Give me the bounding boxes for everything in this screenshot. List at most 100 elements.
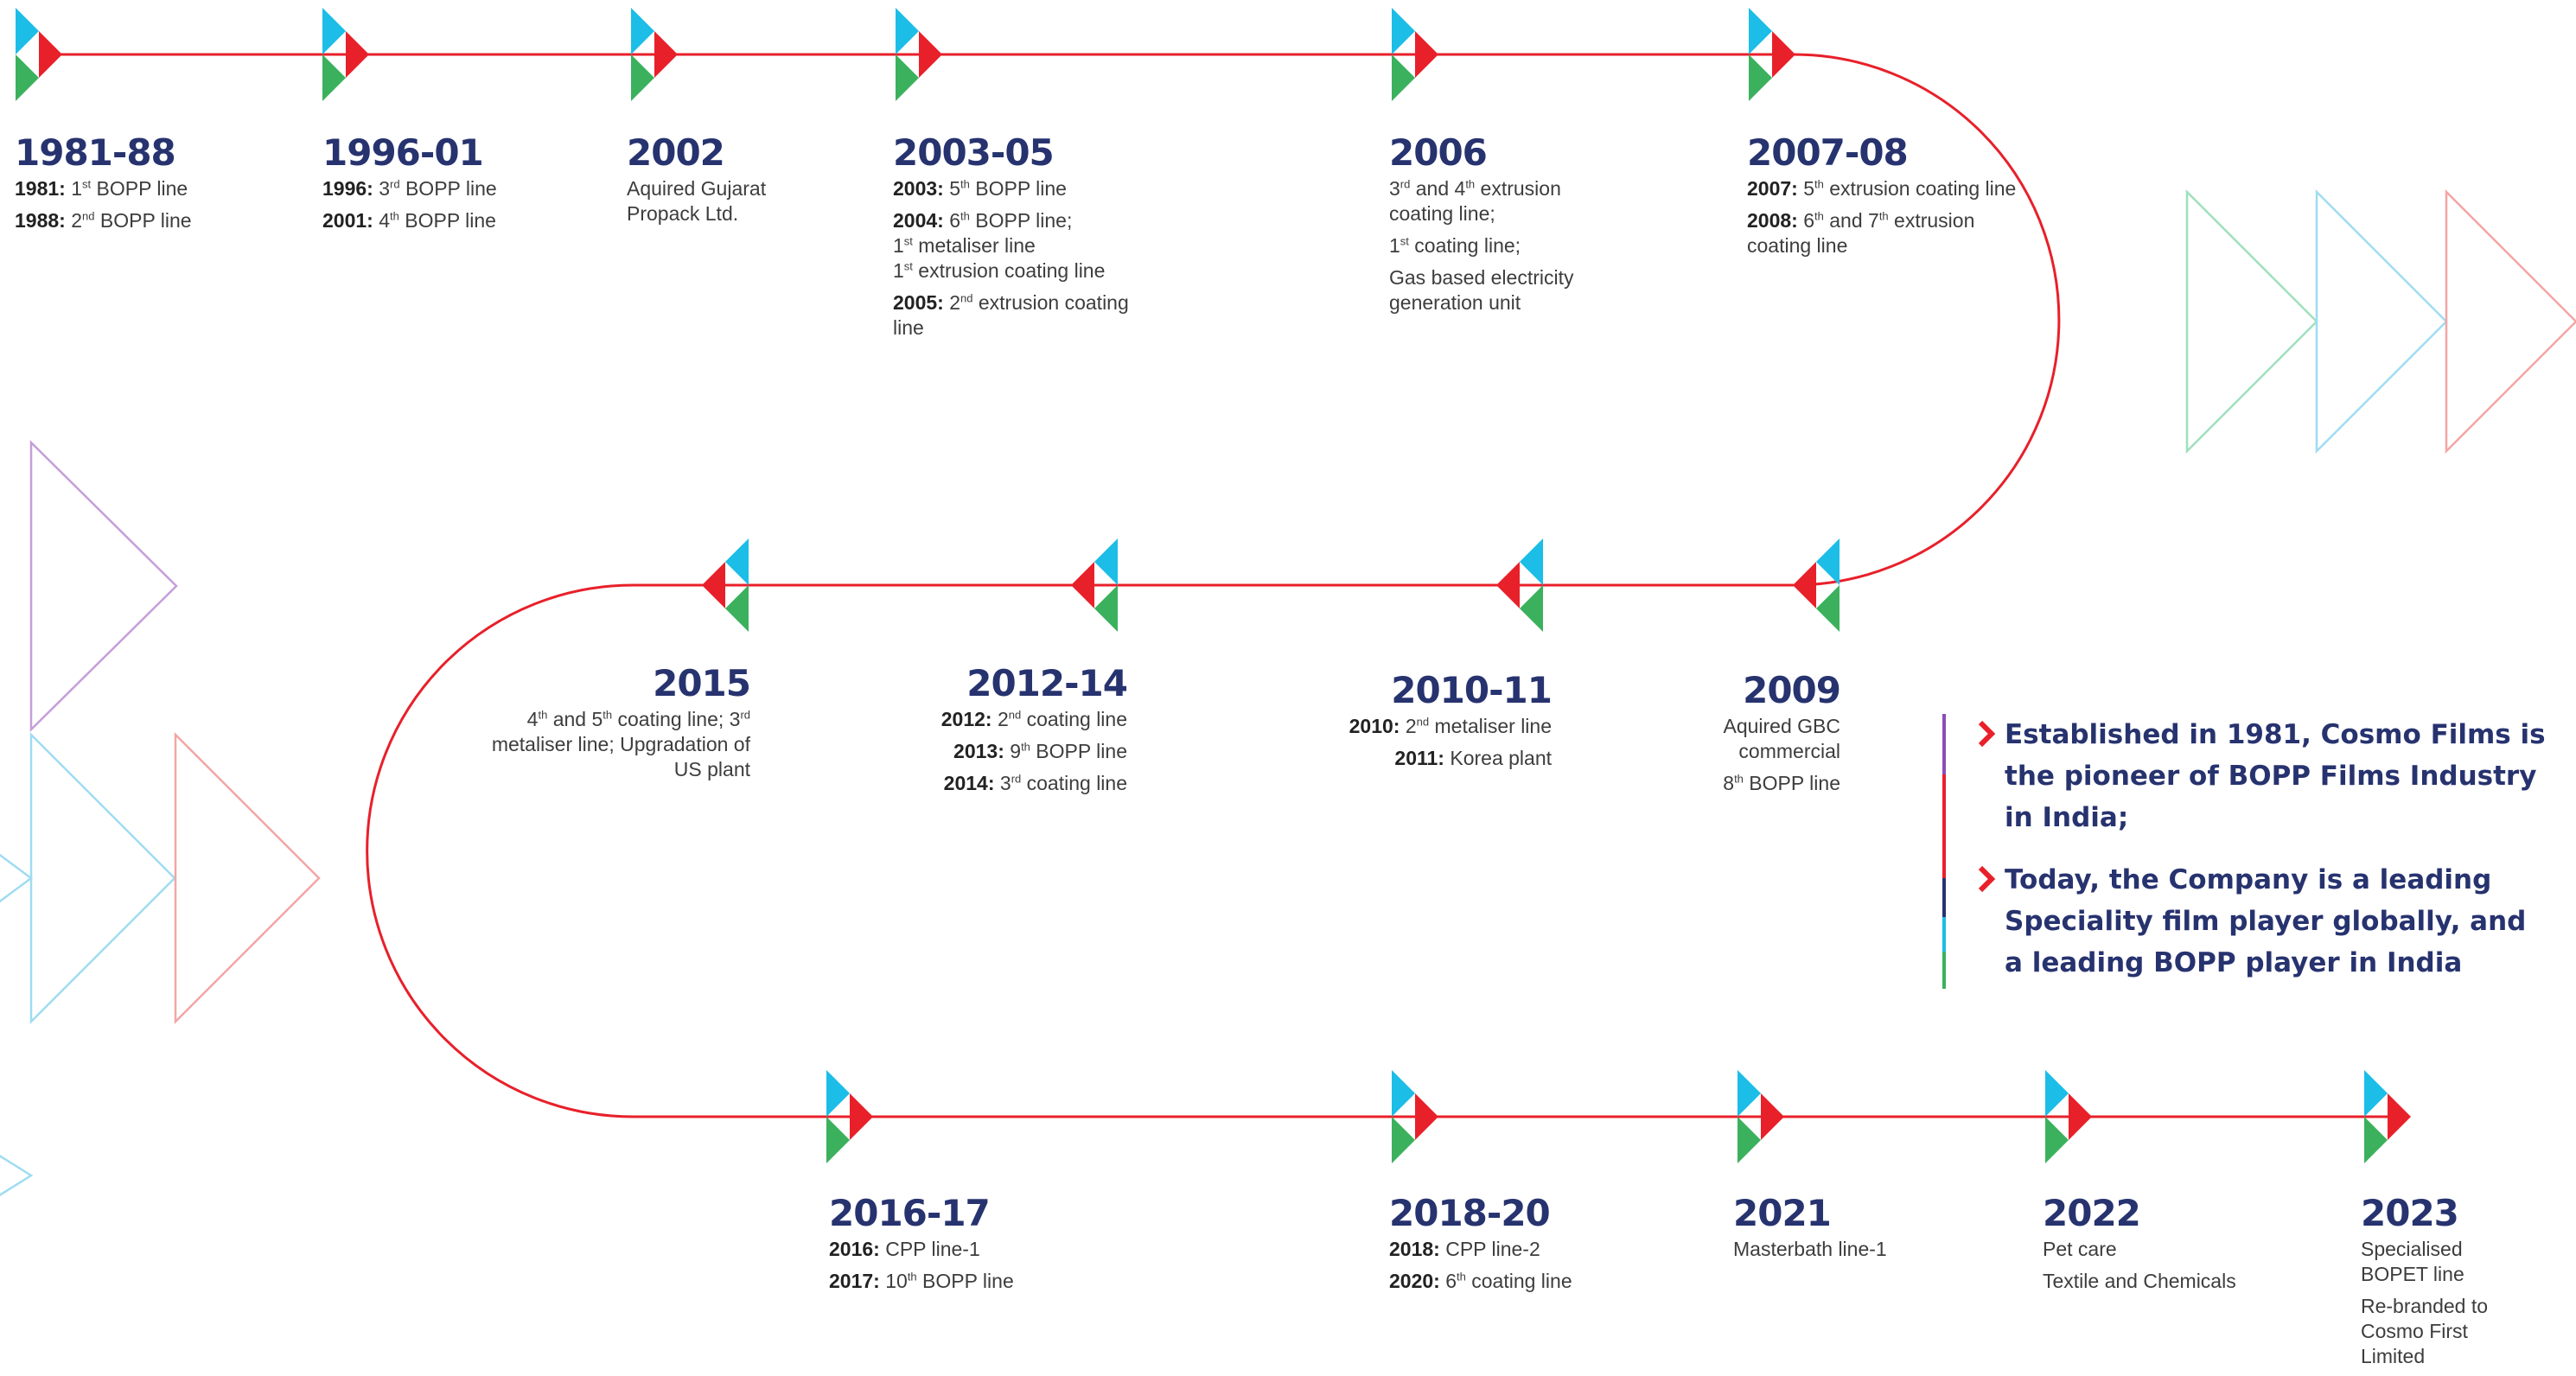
marker-green-triangle xyxy=(2364,1117,2388,1163)
milestone-year: 2009 xyxy=(1743,669,1841,711)
triangle-marker-icon xyxy=(826,1070,873,1163)
marker-cyan-triangle xyxy=(826,1070,850,1117)
marker-cyan-triangle xyxy=(322,8,346,54)
marker-green-triangle xyxy=(631,54,654,101)
milestone-year: 2010-11 xyxy=(1391,669,1553,711)
milestone-line: Masterbath line-1 xyxy=(1733,1238,1887,1260)
marker-cyan-triangle xyxy=(1392,8,1415,54)
marker-red-triangle xyxy=(850,1093,873,1140)
triangle-marker-icon xyxy=(1071,538,1118,632)
milestone-year: 2016-17 xyxy=(829,1192,991,1234)
milestone-line: 2017: 10th BOPP line xyxy=(829,1270,1014,1292)
milestone-line: 1981: 1st BOPP line xyxy=(15,177,188,200)
milestone-2022: 2022 Pet care Textile and Chemicals xyxy=(2043,1192,2328,1301)
milestone-line: 8th BOPP line xyxy=(1723,772,1840,794)
milestone-1996-01: 1996-01 1996: 3rd BOPP line 2001: 4th BO… xyxy=(322,131,807,240)
info-text: Established in 1981, Cosmo Films is the … xyxy=(2005,719,2546,833)
milestone-line: 2016: CPP line-1 xyxy=(829,1238,980,1260)
milestone-2016-17: 2016-17 2016: CPP line-1 2017: 10th BOPP… xyxy=(829,1192,1175,1301)
marker-red-triangle xyxy=(2388,1093,2411,1140)
milestone-2010-11: 2010-11 2010: 2nd metaliser line 2011: K… xyxy=(1336,669,1553,778)
info-item: Established in 1981, Cosmo Films is the … xyxy=(1942,714,2547,838)
marker-cyan-triangle xyxy=(16,8,39,54)
milestone-line: Specialised BOPET line xyxy=(2361,1238,2464,1285)
milestone-line: 2001: 4th BOPP line xyxy=(322,209,496,232)
milestone-line: 1988: 2nd BOPP line xyxy=(15,209,192,232)
marker-green-triangle xyxy=(1094,585,1118,632)
info-accent-bar xyxy=(1942,714,1946,989)
triangle-marker-icon xyxy=(1738,1070,1784,1163)
milestone-year: 2006 xyxy=(1389,131,1488,174)
triangle-marker-icon xyxy=(1392,8,1438,101)
triangle-marker-icon xyxy=(1496,538,1543,632)
milestone-2006: 2006 3rd and 4th extrusion coating line;… xyxy=(1389,131,1605,322)
marker-red-triangle xyxy=(1761,1093,1784,1140)
marker-green-triangle xyxy=(1816,585,1840,632)
milestone-year: 2012-14 xyxy=(966,662,1128,704)
milestone-2018-20: 2018-20 2018: CPP line-2 2020: 6th coati… xyxy=(1389,1192,1700,1301)
marker-red-triangle xyxy=(919,31,942,78)
triangle-marker-icon xyxy=(702,538,749,632)
milestone-line: 2020: 6th coating line xyxy=(1389,1270,1572,1292)
marker-red-triangle xyxy=(1496,562,1520,608)
marker-cyan-triangle xyxy=(1816,538,1840,585)
milestone-year: 2021 xyxy=(1733,1192,1832,1234)
milestone-line: 2018: CPP line-2 xyxy=(1389,1238,1540,1260)
milestone-2021: 2021 Masterbath line-1 xyxy=(1733,1192,1993,1269)
marker-green-triangle xyxy=(1749,54,1772,101)
marker-cyan-triangle xyxy=(1094,538,1118,585)
marker-red-triangle xyxy=(1793,562,1816,608)
marker-green-triangle xyxy=(826,1117,850,1163)
milestone-line: 2011: Korea plant xyxy=(1394,747,1552,769)
marker-green-triangle xyxy=(1392,1117,1415,1163)
info-box: Established in 1981, Cosmo Films is the … xyxy=(1942,714,2547,1004)
milestone-line: 2004: 6th BOPP line; xyxy=(893,209,1073,232)
milestone-year: 2015 xyxy=(653,662,751,704)
milestone-line: 1st extrusion coating line xyxy=(893,259,1106,282)
marker-red-triangle xyxy=(1772,31,1795,78)
milestone-line: 2003: 5th BOPP line xyxy=(893,177,1067,200)
milestone-year: 1996-01 xyxy=(322,131,484,174)
milestone-year: 2002 xyxy=(627,131,725,174)
triangle-marker-icon xyxy=(631,8,678,101)
decorative-triangle-outline xyxy=(2315,188,2448,455)
marker-cyan-triangle xyxy=(2045,1070,2069,1117)
milestone-line: 2010: 2nd metaliser line xyxy=(1349,715,1552,737)
decorative-triangles xyxy=(0,188,2576,1196)
marker-cyan-triangle xyxy=(631,8,654,54)
milestone-line: 1st coating line; xyxy=(1389,234,1521,257)
milestone-line: 2007: 5th extrusion coating line xyxy=(1747,177,2017,200)
decorative-triangle-outline xyxy=(2185,188,2318,455)
marker-red-triangle xyxy=(654,31,678,78)
timeline-markers xyxy=(16,8,2411,1163)
marker-red-triangle xyxy=(346,31,369,78)
milestone-line: Aquired Gujarat Propack Ltd. xyxy=(627,177,767,225)
triangle-marker-icon xyxy=(322,8,369,101)
milestone-line: 2014: 3rd coating line xyxy=(943,772,1127,794)
milestone-line: 2005: 2nd extrusion coating line xyxy=(893,291,1129,339)
milestone-line: 1st metaliser line xyxy=(893,234,1036,257)
milestone-2012-14: 2012-14 2012: 2nd coating line 2013: 9th… xyxy=(868,662,1128,803)
milestone-line: 2008: 6th and 7th extrusion coating line xyxy=(1747,209,1975,257)
decorative-triangle-outline xyxy=(29,731,176,1025)
milestone-line: Re-branded to Cosmo First Limited xyxy=(2361,1295,2489,1367)
timeline-path xyxy=(41,53,2399,1118)
milestone-2015: 2015 4th and 5th coating line; 3rd metal… xyxy=(491,662,751,789)
triangle-marker-icon xyxy=(1793,538,1840,632)
milestone-2002: 2002 Aquired Gujarat Propack Ltd. xyxy=(627,131,843,233)
milestone-line: 2013: 9th BOPP line xyxy=(953,740,1127,762)
milestone-year: 2018-20 xyxy=(1389,1192,1551,1234)
info-text: Today, the Company is a leading Speciali… xyxy=(2005,864,2527,978)
marker-cyan-triangle xyxy=(2364,1070,2388,1117)
milestone-2003-05: 2003-05 2003: 5th BOPP line 2004: 6th BO… xyxy=(893,131,1152,347)
chevron-right-icon xyxy=(1978,720,1996,748)
marker-green-triangle xyxy=(725,585,749,632)
decorative-triangle-outline xyxy=(2445,188,2576,455)
decorative-triangle-outline xyxy=(0,853,34,903)
marker-cyan-triangle xyxy=(1749,8,1772,54)
triangle-marker-icon xyxy=(1392,1070,1438,1163)
marker-red-triangle xyxy=(2069,1093,2092,1140)
marker-green-triangle xyxy=(16,54,39,101)
